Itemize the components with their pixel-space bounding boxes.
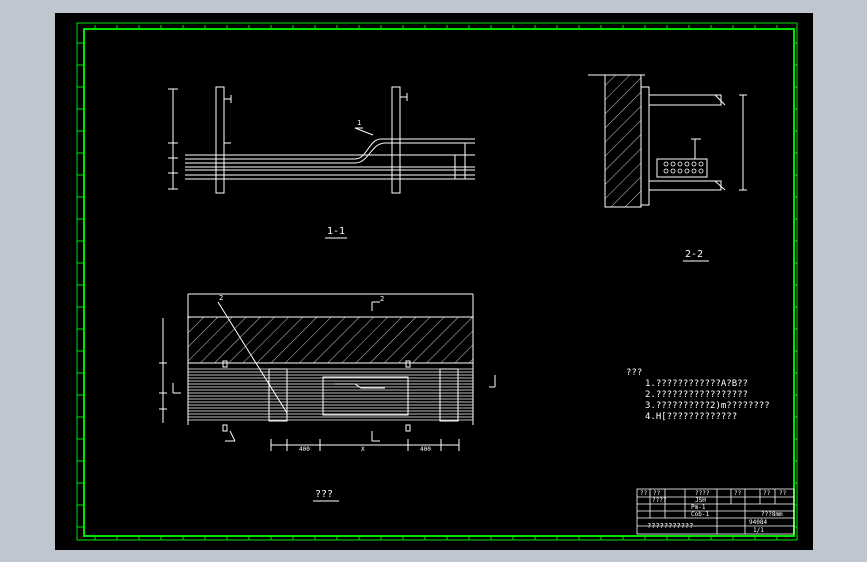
inner-frame bbox=[83, 28, 795, 537]
notes-line-4: 4.H[????????????? bbox=[645, 412, 738, 422]
tb-r2: Pm-1 bbox=[691, 504, 706, 511]
tb-code: 94084 bbox=[749, 519, 768, 526]
tb-h5: ?? bbox=[779, 490, 787, 497]
title-block-grid bbox=[636, 488, 795, 535]
plan-view-label: ??? bbox=[315, 489, 334, 500]
drawing-sheet: 1-1 2-2 ??? 1 2 2 400 X 400 ??? 1.??????… bbox=[55, 13, 813, 550]
tb-scale: ???8mm bbox=[761, 511, 783, 518]
notes-heading: ??? bbox=[626, 368, 643, 378]
frame-ticks bbox=[77, 25, 797, 540]
notes-line-1: 1.????????????A?B?? bbox=[645, 379, 748, 389]
drawing-canvas bbox=[76, 22, 798, 541]
tb-drawing-name: ??????????? bbox=[647, 522, 694, 530]
notes-line-3: 3.??????????2)m???????? bbox=[645, 401, 770, 411]
tb-h1: ?? bbox=[653, 490, 661, 497]
callout-2: 2 bbox=[219, 294, 224, 302]
notes-line-2: 2.????????????????? bbox=[645, 390, 748, 400]
tb-r1b: JSH bbox=[695, 497, 706, 504]
plan-drawing bbox=[159, 293, 496, 502]
section-2-2-label: 2-2 bbox=[685, 249, 704, 260]
outer-frame bbox=[76, 22, 798, 541]
tb-h4: ?? bbox=[763, 490, 771, 497]
section-2-2-bolt-holes bbox=[663, 161, 704, 174]
tb-h0: ?? bbox=[640, 490, 648, 497]
cut-mark-label: 2 bbox=[380, 295, 385, 303]
callout-1: 1 bbox=[357, 119, 362, 127]
tb-sheet: 1/1 bbox=[753, 527, 764, 534]
tb-h2: ???? bbox=[695, 490, 710, 497]
dim-left: 400 bbox=[299, 446, 310, 453]
dim-middle: X bbox=[361, 446, 365, 453]
section-1-1-label: 1-1 bbox=[327, 226, 346, 237]
section-2-2-drawing bbox=[588, 74, 747, 262]
dim-right: 400 bbox=[420, 446, 431, 453]
tb-r1a: ???? bbox=[652, 497, 667, 504]
tb-r3: Cob-1 bbox=[691, 511, 710, 518]
tb-h3: ?? bbox=[734, 490, 742, 497]
section-1-1-drawing bbox=[168, 86, 475, 239]
